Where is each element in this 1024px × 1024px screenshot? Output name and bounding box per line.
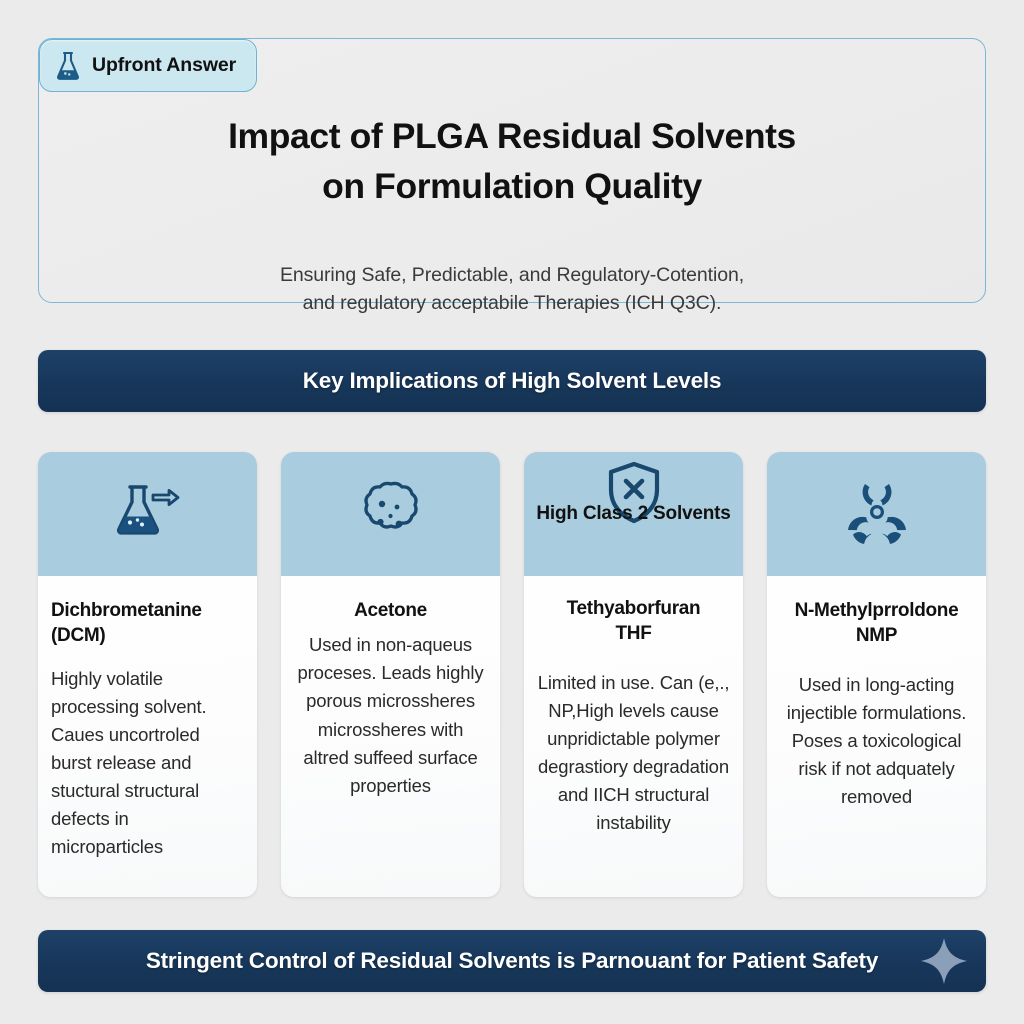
card-body: Acetone Used in non-aqueus proceses. Lea… bbox=[281, 576, 500, 897]
card-header-overlay-label: High Class 2 Solvents bbox=[536, 503, 731, 524]
page-subtitle-line-2: and regulatory acceptabile Therapies (IC… bbox=[302, 292, 722, 315]
card-title-line-1: Dichbrometanine bbox=[51, 600, 202, 621]
upfront-answer-badge-label: Upfront Answer bbox=[92, 54, 237, 76]
card-title-line-2: NMP bbox=[855, 625, 898, 647]
upfront-answer-badge: Upfront Answer bbox=[39, 39, 258, 92]
card-header bbox=[281, 452, 500, 576]
page-title-line-1: Impact of PLGA Residual Solvents bbox=[228, 116, 796, 156]
biohazard-icon bbox=[840, 478, 914, 550]
card-title-line-1: N-Methylprroldone bbox=[794, 600, 959, 621]
page-title-line-2: on Formulation Quality bbox=[322, 166, 702, 207]
porous-microsphere-icon bbox=[355, 478, 427, 550]
flask-icon bbox=[54, 50, 82, 82]
card-title-line-1: Acetone bbox=[354, 600, 427, 621]
solvent-card-acetone[interactable]: Acetone Used in non-aqueus proceses. Lea… bbox=[281, 452, 500, 897]
section-banner-label: Key Implications of High Solvent Levels bbox=[302, 368, 722, 393]
card-body: N-Methylprroldone NMP Used in long-actin… bbox=[767, 576, 986, 897]
solvent-card-thf[interactable]: High Class 2 Solvents Tethyaborfuran THF… bbox=[524, 452, 743, 897]
card-body: Dichbrometanine (DCM) Highly volatile pr… bbox=[38, 576, 257, 897]
card-header bbox=[767, 452, 986, 576]
solvent-card-grid: Dichbrometanine (DCM) Highly volatile pr… bbox=[38, 452, 986, 897]
page-subtitle: Ensuring Safe, Predictable, and Regulato… bbox=[39, 261, 985, 317]
card-title: Dichbrometanine (DCM) bbox=[51, 598, 244, 649]
card-title: N-Methylprroldone NMP bbox=[780, 598, 973, 649]
card-description: Used in long-acting injectible formulati… bbox=[786, 673, 967, 807]
card-header: High Class 2 Solvents bbox=[524, 452, 743, 576]
upfront-answer-card: Upfront Answer Impact of PLGA Residual S… bbox=[38, 38, 986, 314]
shield-x-icon bbox=[605, 460, 663, 526]
solvent-card-dcm[interactable]: Dichbrometanine (DCM) Highly volatile pr… bbox=[38, 452, 257, 897]
card-title-line-1: Tethyaborfuran bbox=[566, 598, 701, 619]
sparkle-icon bbox=[920, 937, 968, 985]
card-title-line-2: (DCM) bbox=[51, 625, 106, 647]
card-description: Highly volatile processing solvent. Caue… bbox=[51, 667, 207, 858]
card-body: Tethyaborfuran THF Limited in use. Can (… bbox=[524, 576, 743, 897]
card-header bbox=[38, 452, 257, 576]
card-description: Used in non-aqueus proceses. Leads highl… bbox=[297, 634, 484, 796]
section-banner-label: Stringent Control of Residual Solvents i… bbox=[145, 948, 879, 973]
card-description: Limited in use. Can (e,., NP,High levels… bbox=[537, 671, 730, 834]
solvent-card-nmp[interactable]: N-Methylprroldone NMP Used in long-actin… bbox=[767, 452, 986, 897]
flask-with-arrow-icon bbox=[109, 477, 187, 551]
card-title: Tethyaborfuran THF bbox=[537, 596, 730, 647]
card-title-line-2: THF bbox=[615, 623, 652, 645]
page-title: Impact of PLGA Residual Solvents on Form… bbox=[39, 111, 985, 212]
section-banner-conclusion: Stringent Control of Residual Solvents i… bbox=[38, 930, 986, 992]
page-subtitle-line-1: Ensuring Safe, Predictable, and Regulato… bbox=[279, 264, 745, 286]
card-title: Acetone bbox=[294, 598, 487, 623]
section-banner-key-implications: Key Implications of High Solvent Levels bbox=[38, 350, 986, 412]
